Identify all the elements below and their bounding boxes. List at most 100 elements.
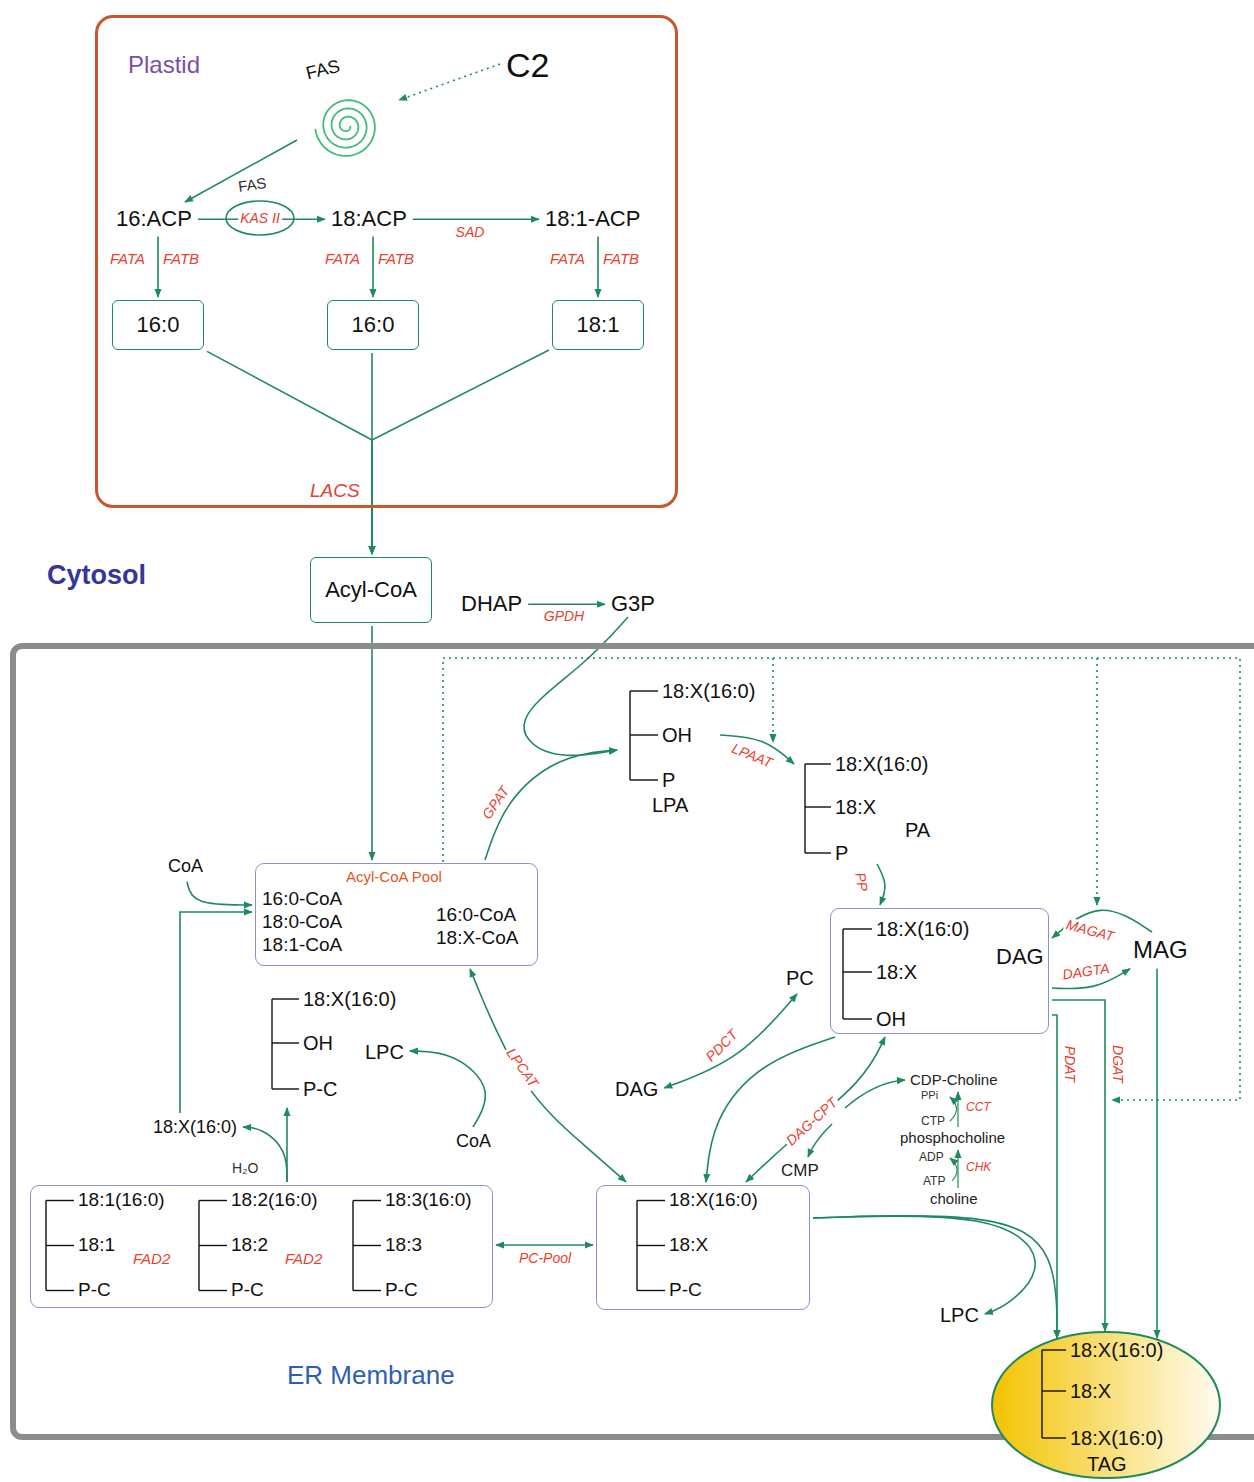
spiral-path	[315, 100, 375, 156]
node-title: Plastid	[128, 51, 200, 80]
node-text: CoA	[168, 856, 203, 878]
backbone-tick	[1042, 1390, 1066, 1391]
node-title: 18:3	[385, 1234, 422, 1257]
enzyme-label: PC-Pool	[517, 1251, 573, 1266]
reaction-arrow	[185, 140, 297, 202]
metabolite-text: LPC	[937, 1302, 982, 1328]
enzyme-label: CHK	[966, 1161, 991, 1175]
enzyme-label: CCT	[966, 1101, 991, 1115]
backbone-tick	[843, 971, 872, 972]
node-text: DAG	[615, 1077, 658, 1101]
backbone-tick	[805, 852, 831, 853]
node-text: 18:X	[876, 960, 917, 984]
reaction-arrow	[372, 236, 374, 297]
node-text: LPC	[365, 1040, 404, 1064]
kas-ellipse	[226, 201, 294, 235]
reaction-arrow	[207, 351, 372, 554]
backbone-tick	[199, 1290, 227, 1291]
cdp-choline-branch	[845, 1080, 905, 1108]
node-text: 16:0-CoA 18:0-CoA 18:1-CoA	[262, 888, 342, 956]
node-text: PC	[786, 966, 814, 990]
backbone-tick	[272, 1042, 299, 1043]
enzyme-label: LPAAT	[728, 740, 777, 772]
enzyme-label: DGAT	[1109, 1043, 1124, 1085]
backbone-tick	[272, 998, 299, 999]
enzyme-label: SAD	[454, 225, 487, 240]
pc-box: 18:X(16:0)18:XP-C	[596, 1185, 810, 1310]
dotted-feed-line	[1096, 658, 1098, 905]
node-text: 18:1	[78, 1234, 115, 1257]
backbone-tick	[1042, 1349, 1066, 1350]
reaction-arrow	[528, 603, 605, 605]
reaction-arrow	[496, 1244, 593, 1246]
acyl-coa-pool: Acyl-CoA Pool16:0-CoA 18:0-CoA 18:1-CoA1…	[255, 863, 538, 966]
node-title: 18:3(16:0)	[385, 1189, 472, 1212]
acyl-acp-text: 16:ACP	[113, 205, 195, 233]
node-title: P-C	[385, 1279, 418, 1302]
reaction-arrow	[470, 969, 626, 1182]
enzyme-label: FATA	[550, 250, 585, 267]
node-title: 18:2(16:0)	[231, 1189, 318, 1212]
metabolite-text: G3P	[608, 590, 658, 618]
cofactor-label: PPi	[921, 1089, 938, 1102]
substrate-text: C2	[503, 44, 552, 87]
region-label: Cytosol	[47, 560, 146, 591]
reaction-arrow	[180, 912, 252, 1113]
node-text: MAG	[1133, 936, 1188, 965]
node-text: 16:ACP	[116, 206, 192, 232]
node-text: 18:X(16:0)	[662, 679, 755, 703]
fatty-acid-box: 16:0	[112, 300, 204, 350]
node-text: G3P	[611, 591, 655, 617]
adp-curl	[950, 1158, 957, 1181]
reaction-arrow	[1156, 969, 1158, 1338]
node-text: DHAP	[461, 591, 522, 617]
reaction-arrow	[371, 626, 373, 860]
node-title: FAS	[304, 56, 342, 85]
metabolite-text: DHAP	[458, 590, 525, 618]
enzyme-label: FAD2	[285, 1250, 322, 1267]
enzyme-label: DAG-CPT	[782, 1094, 842, 1150]
enzyme-label: GPDH	[542, 609, 586, 624]
node-text: 18:ACP	[331, 206, 407, 232]
metabolite-label: phosphocholine	[900, 1129, 1005, 1146]
node-text: 18:X(16:0)	[835, 752, 928, 776]
text-word: 16:0-CoA	[436, 904, 515, 925]
cofactor-label: CTP	[921, 1115, 945, 1129]
node-text: OH	[662, 723, 692, 747]
node-title: PA	[905, 818, 930, 842]
backbone-tick	[199, 1245, 227, 1246]
node-text: P-C	[669, 1279, 702, 1302]
er-membrane-region: ER Membrane18:X(16:0)OHPLPA18:X(16:0)18:…	[10, 643, 1254, 1440]
backbone-tick	[1042, 1437, 1066, 1438]
metabolite-label: choline	[930, 1190, 978, 1207]
backbone-tick	[46, 1245, 74, 1246]
backbone-tick	[843, 1018, 872, 1019]
reaction-arrow	[371, 353, 373, 554]
reaction-arrow	[157, 236, 159, 297]
metabolite-text: CoA	[165, 855, 206, 879]
reaction-arrow	[1052, 1000, 1105, 1331]
metabolite-text: DAG	[612, 1076, 661, 1102]
glycerol-backbone	[842, 929, 843, 1019]
node-text: 18:1(16:0)	[78, 1189, 165, 1212]
node-text: OH	[876, 1007, 906, 1031]
enzyme-label: PDAT	[1061, 1044, 1076, 1084]
dotted-feed-line	[772, 658, 774, 742]
backbone-tick	[353, 1200, 381, 1201]
node-text: OH	[303, 1031, 333, 1055]
backbone-tick	[199, 1200, 227, 1201]
node-text: 18:X(16:0)	[669, 1189, 758, 1212]
glycerol-backbone	[804, 764, 805, 853]
backbone-tick	[630, 734, 658, 735]
backbone-tick	[630, 779, 658, 780]
reaction-arrow	[413, 218, 539, 220]
node-text: 18:X	[835, 795, 876, 819]
backbone-tick	[46, 1290, 74, 1291]
backbone-tick	[637, 1200, 665, 1201]
reaction-arrow	[664, 994, 797, 1088]
cofactor-label: H₂O	[232, 1160, 258, 1176]
node-text: P-C	[303, 1077, 337, 1101]
enzyme-label: MAGAT	[1063, 917, 1118, 946]
enzyme-label: FATA	[110, 250, 145, 267]
